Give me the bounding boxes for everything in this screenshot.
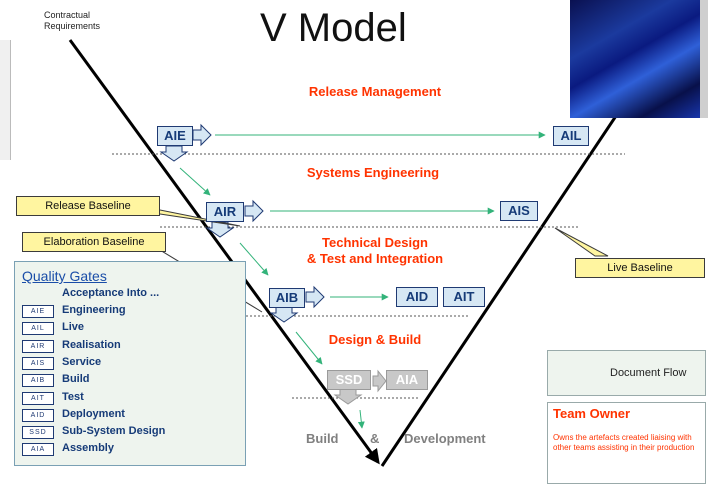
phase-technical-design: Technical Design [322,235,428,250]
v-left-line [68,39,380,465]
phase-release-management: Release Management [308,84,442,99]
side-arrow-ssd [372,369,387,393]
phase-design-build: Design & Build [328,332,422,347]
quality-gate-code: AIE [22,305,54,318]
down-arrow-aib [269,306,299,323]
quality-gate-code: AID [22,408,54,422]
v-right-line [380,79,642,467]
box-aid: AID [396,287,438,307]
page-title: V Model [260,6,407,50]
quality-gate-name: Test [62,390,84,403]
box-ssd: SSD [327,370,371,390]
side-arrow-air [244,199,264,223]
quality-gate-code: AIT [22,391,54,405]
legend-document-flow: Document Flow [610,367,687,379]
down-arrow-aie [159,145,189,162]
box-air: AIR [206,202,244,222]
background-window-edge [0,40,11,160]
quality-gate-name: Sub-System Design [62,425,166,438]
decorative-photo [570,0,708,118]
contractual-text: Contractual Requirements [44,10,101,31]
quality-gates-title: Quality Gates [22,268,107,284]
quality-gate-code: AIR [22,339,54,353]
photo-frame [700,0,708,118]
quality-gate-code: AIL [22,322,54,336]
contractual-requirements-label: Contractual Requirements [44,10,114,32]
team-owner-title: Team Owner [553,406,631,421]
down-arrow-ssd [333,388,363,405]
flow-aie-air [179,167,211,196]
down-arrow-air [205,221,235,238]
quality-gate-name: Live [62,321,85,334]
team-owner-description: Owns the artefacts created liaising with… [553,433,695,452]
bottom-build: Build [306,431,339,446]
quality-gate-name: Build [62,373,90,386]
phase-test-integration: & Test and Integration [306,251,444,266]
box-ail: AIL [553,126,589,146]
quality-gate-name: Engineering [62,304,126,316]
box-ait: AIT [443,287,485,307]
flow-aib-design [295,331,323,365]
bottom-ampersand: & [370,431,380,446]
legend-panel [547,350,706,396]
team-owner-panel [547,402,706,484]
quality-gate-name: Assembly [62,442,114,455]
side-arrow-aie [192,123,212,147]
box-aie: AIE [157,126,193,146]
quality-gate-name: Realisation [62,338,121,351]
live-baseline-pointer [554,227,609,257]
quality-gate-code: AIB [22,374,54,388]
quality-gate-code: AIA [22,443,54,457]
flow-ssd-build [357,409,365,429]
quality-gates-header: Acceptance Into ... [62,287,160,299]
quality-gate-code: AIS [22,356,54,370]
callout-elaboration-baseline: Elaboration Baseline [22,232,166,252]
bottom-development: Development [404,431,486,446]
callout-release-baseline: Release Baseline [16,196,160,216]
flow-air-aib [239,242,269,276]
quality-gate-name: Service [62,355,102,368]
quality-gate-code: SSD [22,426,54,440]
quality-gate-name: Deployment [62,407,125,420]
side-arrow-aib [305,285,325,309]
callout-live-baseline: Live Baseline [575,258,705,278]
box-aib: AIB [269,288,305,308]
box-aia: AIA [386,370,428,390]
phase-systems-engineering: Systems Engineering [306,165,440,180]
box-ais: AIS [500,201,538,221]
